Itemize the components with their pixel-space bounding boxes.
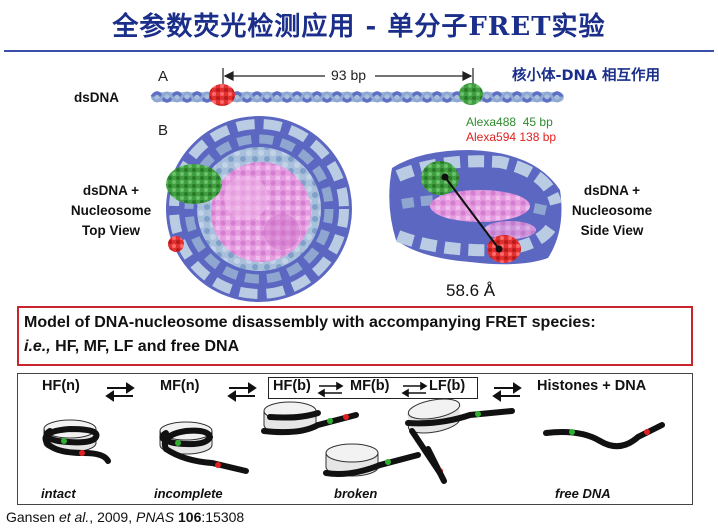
fret-distance-line [441,173,503,253]
model-line2-rest: HF, MF, LF and free DNA [50,338,240,355]
alexa488-dye-linear [459,83,483,105]
state-hf-b: HF(b) [273,378,311,394]
state-free: Histones + DNA [537,378,647,394]
equilibrium-arrows [105,381,522,402]
nucleosome-side-view [389,150,562,265]
state-mf-b: MF(b) [350,378,390,394]
caption-incomplete: incomplete [154,486,223,501]
disassembly-scheme-box [17,373,693,505]
caption-intact: intact [41,486,76,501]
dsdna-label: dsDNA [74,90,120,105]
intact-nucleosome-icon [42,419,111,464]
disassembly-scheme [42,381,665,484]
citation-journal: PNAS [136,509,175,525]
dna-figure [150,68,564,302]
model-box [17,306,693,366]
side-view-label: dsDNA + Nucleosome Side View [557,181,667,241]
caption-broken: broken [334,486,378,501]
panel-a-label: A [158,68,169,85]
panel-b-label: B [158,122,169,139]
distance-arrow [222,68,474,84]
alexa488-dye-side [421,161,459,195]
page-title: 全参数荧光检测应用 - 单分子FRET实验 [112,12,606,42]
top-view-line1: dsDNA + [82,183,140,198]
alexa488-dye-top [166,164,222,204]
dsdna-helix [150,83,564,106]
alexa594-dye-linear [209,84,235,106]
alexa594-dye-side [487,235,521,263]
model-line2: i.e., HF, MF, LF and free DNA [24,338,239,356]
side-view-line2: Nucleosome [571,203,653,218]
citation-volume: 106 [174,509,202,525]
free-dna-icon [543,422,665,450]
broken-nucleosome-icon-3 [405,398,515,476]
caption-free-dna: free DNA [555,486,611,501]
citation-authors: Gansen [6,509,59,525]
side-view-line3: Side View [580,223,644,238]
model-line2-ie: i.e., [24,338,51,355]
top-view-label: dsDNA + Nucleosome Top View [56,181,166,241]
incomplete-nucleosome-icon [159,421,249,474]
state-lf-b: LF(b) [429,378,466,394]
fret-distance-label: 58.6 Å [446,281,496,300]
title-underline [4,50,714,52]
citation-year: , 2009, [89,509,136,525]
state-mf-n: MF(n) [160,378,200,394]
citation-etal: et al. [58,509,90,525]
top-view-line2: Nucleosome [70,203,152,218]
alexa488-label: Alexa488 45 bp [466,115,553,129]
distance-93bp: 93 bp [327,67,371,83]
citation: Gansen et al., 2009, PNAS 106:15308 [6,509,244,525]
side-view-line1: dsDNA + [583,183,641,198]
state-hf-n: HF(n) [42,378,80,394]
nucleosome-top-view [166,116,352,302]
top-view-line3: Top View [81,223,140,238]
alexa594-label: Alexa594 138 bp [466,130,557,144]
model-line1: Model of DNA-nucleosome disassembly with… [24,314,596,331]
broken-nucleosome-icon-1 [261,401,359,436]
citation-pages: :15308 [201,509,245,525]
alexa594-dye-top [168,236,184,252]
broken-states-frame [268,377,478,399]
subtitle: 核小体-DNA 相互作用 [512,68,660,84]
